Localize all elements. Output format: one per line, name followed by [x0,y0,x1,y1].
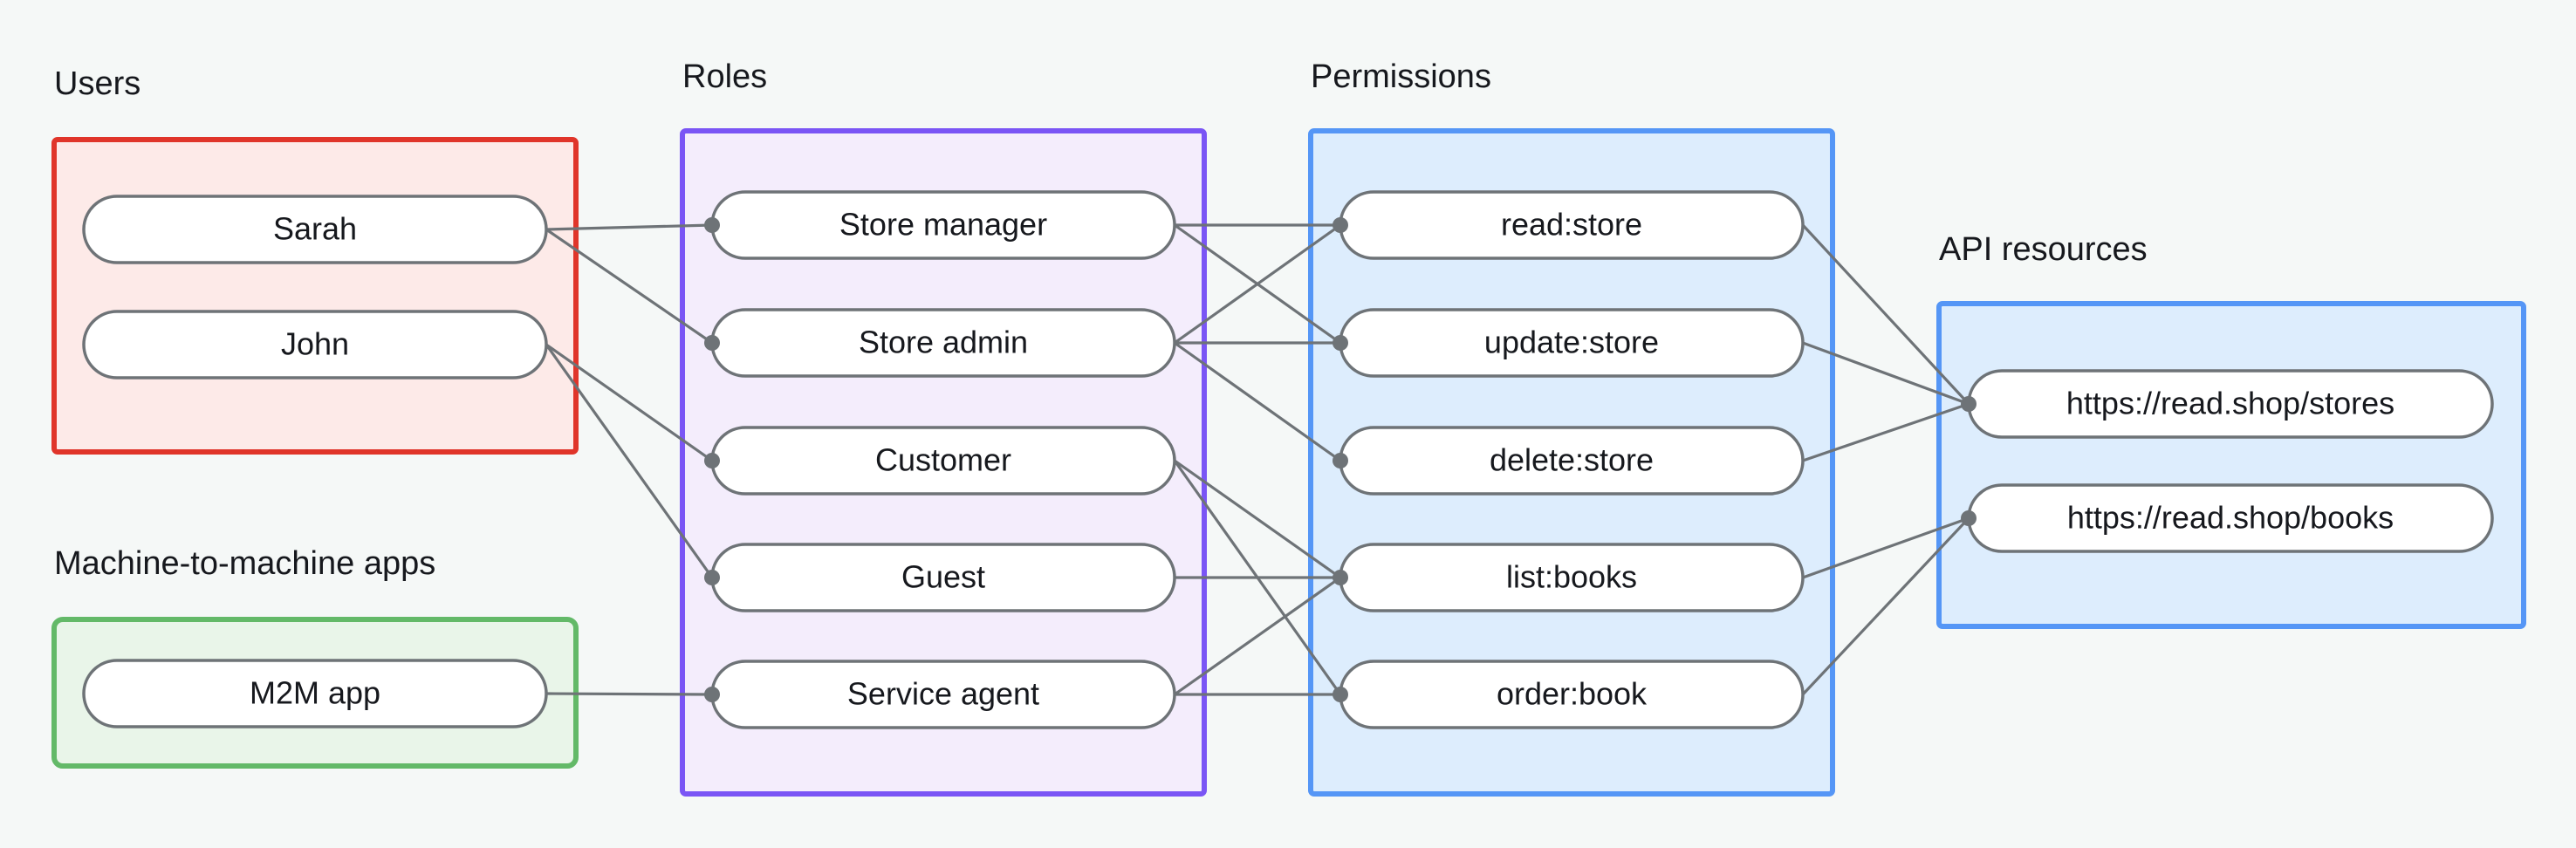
edge-store-admin-to-delete-store [1174,341,1341,462]
node-delete-store[interactable]: delete:store [1339,426,1805,496]
node-pill-john [82,310,548,380]
edge-endpoint-dot [704,217,720,233]
edge-read-store-to-stores [1801,223,1970,406]
edge-endpoint-dot [1333,453,1348,468]
edge-delete-store-to-stores [1802,402,1970,462]
node-label-update-store: update:store [1484,325,1659,360]
edge-endpoint-dot [704,687,720,702]
group-title-permissions: Permissions [1311,58,1491,95]
edge-endpoint-dot [1333,687,1348,702]
node-service-agent[interactable]: Service agent [710,660,1176,729]
node-john[interactable]: John [82,310,548,380]
node-sarah[interactable]: Sarah [82,195,548,264]
edge-endpoint-dot [1333,217,1348,233]
node-m2mapp[interactable]: M2M app [82,659,548,728]
node-label-sarah: Sarah [273,211,357,247]
connection-edges [545,223,1970,696]
edge-john-to-customer [545,343,713,462]
node-guest[interactable]: Guest [710,543,1176,612]
node-stores[interactable]: https://read.shop/stores [1967,369,2494,439]
node-label-store-admin: Store admin [859,325,1028,360]
edge-sarah-to-store-admin [545,228,713,345]
edge-endpoint-dot [704,453,720,468]
edge-endpoint-dot [1333,335,1348,351]
node-label-john: John [281,326,349,362]
edge-endpoint-dot [1333,570,1348,585]
node-label-books: https://read.shop/books [2067,500,2394,536]
node-customer[interactable]: Customer [710,426,1176,496]
node-label-order-book: order:book [1497,676,1648,712]
node-read-store[interactable]: read:store [1339,190,1805,260]
edge-endpoint-dots [704,217,1977,702]
edge-sarah-to-store-manager [545,223,713,231]
edge-endpoint-dot [704,570,720,585]
edge-endpoint-dot [1961,510,1977,526]
edge-service-agent-to-list-books [1174,576,1341,696]
edge-endpoint-dot [704,335,720,351]
node-books[interactable]: https://read.shop/books [1967,483,2494,553]
node-label-guest: Guest [901,559,985,595]
node-pill-m2mapp [82,659,548,728]
edge-customer-to-list-books [1174,459,1341,579]
node-label-read-store: read:store [1501,207,1642,243]
edge-update-store-to-stores [1802,341,1970,406]
node-label-service-agent: Service agent [847,676,1039,712]
node-label-stores: https://read.shop/stores [2066,386,2394,421]
node-label-list-books: list:books [1506,559,1637,595]
node-pill-sarah [82,195,548,264]
node-label-store-manager: Store manager [839,207,1047,243]
node-order-book[interactable]: order:book [1339,660,1805,729]
edge-endpoint-dot [1961,396,1977,412]
edge-john-to-guest [545,344,714,578]
group-box-users [51,137,579,455]
group-title-api: API resources [1939,231,2148,268]
node-list-books[interactable]: list:books [1339,543,1805,612]
group-title-roles: Roles [682,58,767,95]
edge-list-books-to-books [1802,516,1970,579]
edge-order-book-to-books [1801,516,1970,696]
node-label-m2mapp: M2M app [250,675,380,711]
edge-store-admin-to-read-store [1174,223,1341,345]
node-store-admin[interactable]: Store admin [710,308,1176,378]
group-title-users: Users [54,65,140,102]
node-label-customer: Customer [875,442,1011,478]
node-update-store[interactable]: update:store [1339,308,1805,378]
node-label-delete-store: delete:store [1490,442,1654,478]
group-box-api [1936,301,2526,629]
node-store-manager[interactable]: Store manager [710,190,1176,260]
group-title-m2m: Machine-to-machine apps [54,545,435,582]
